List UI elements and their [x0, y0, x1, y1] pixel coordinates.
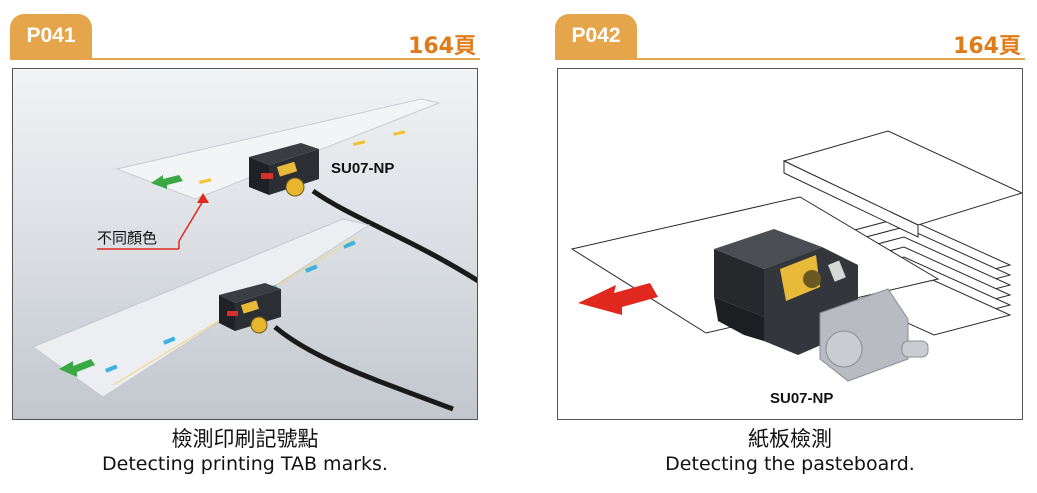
upper-sensor-cable: [311, 188, 477, 284]
color-difference-label: 不同顏色: [97, 229, 157, 247]
caption: 紙板檢測 Detecting the pasteboard.: [555, 426, 1025, 476]
pasteboard-detection-illustration: SU07-NP: [557, 68, 1023, 420]
caption-english: Detecting the pasteboard.: [665, 453, 915, 475]
lower-film-strip: [31, 218, 371, 398]
product-code-tab[interactable]: P041: [10, 14, 92, 58]
lower-sensor-icon: [219, 283, 281, 334]
caption-chinese: 紙板檢測: [748, 427, 832, 451]
lower-sensor-cable: [273, 325, 454, 412]
page-reference[interactable]: 164頁: [953, 34, 1021, 59]
panel-p041: P041 164頁 SU07-NP: [10, 14, 480, 484]
model-label: SU07-NP: [770, 390, 833, 407]
header-divider: [10, 58, 480, 60]
tab-mark-detection-illustration: SU07-NP 不同顏色: [12, 68, 478, 420]
upper-strip-arrow-icon: [151, 175, 183, 189]
page-reference[interactable]: 164頁: [408, 34, 476, 59]
sensor-icon: [714, 229, 929, 382]
header-divider: [555, 58, 1025, 60]
caption-english: Detecting printing TAB marks.: [102, 453, 388, 475]
upper-film-strip: [115, 98, 441, 200]
upper-model-label: SU07-NP: [331, 160, 394, 177]
panel-p042: P042 164頁: [555, 14, 1025, 484]
caption: 檢測印刷記號點 Detecting printing TAB marks.: [10, 426, 480, 476]
upper-sensor-icon: [249, 143, 319, 197]
caption-chinese: 檢測印刷記號點: [171, 427, 319, 451]
callout-pointer-icon: [197, 193, 209, 203]
lower-strip-arrow-icon: [59, 359, 95, 377]
product-code-tab[interactable]: P042: [555, 14, 637, 58]
direction-arrow-icon: [578, 283, 658, 315]
